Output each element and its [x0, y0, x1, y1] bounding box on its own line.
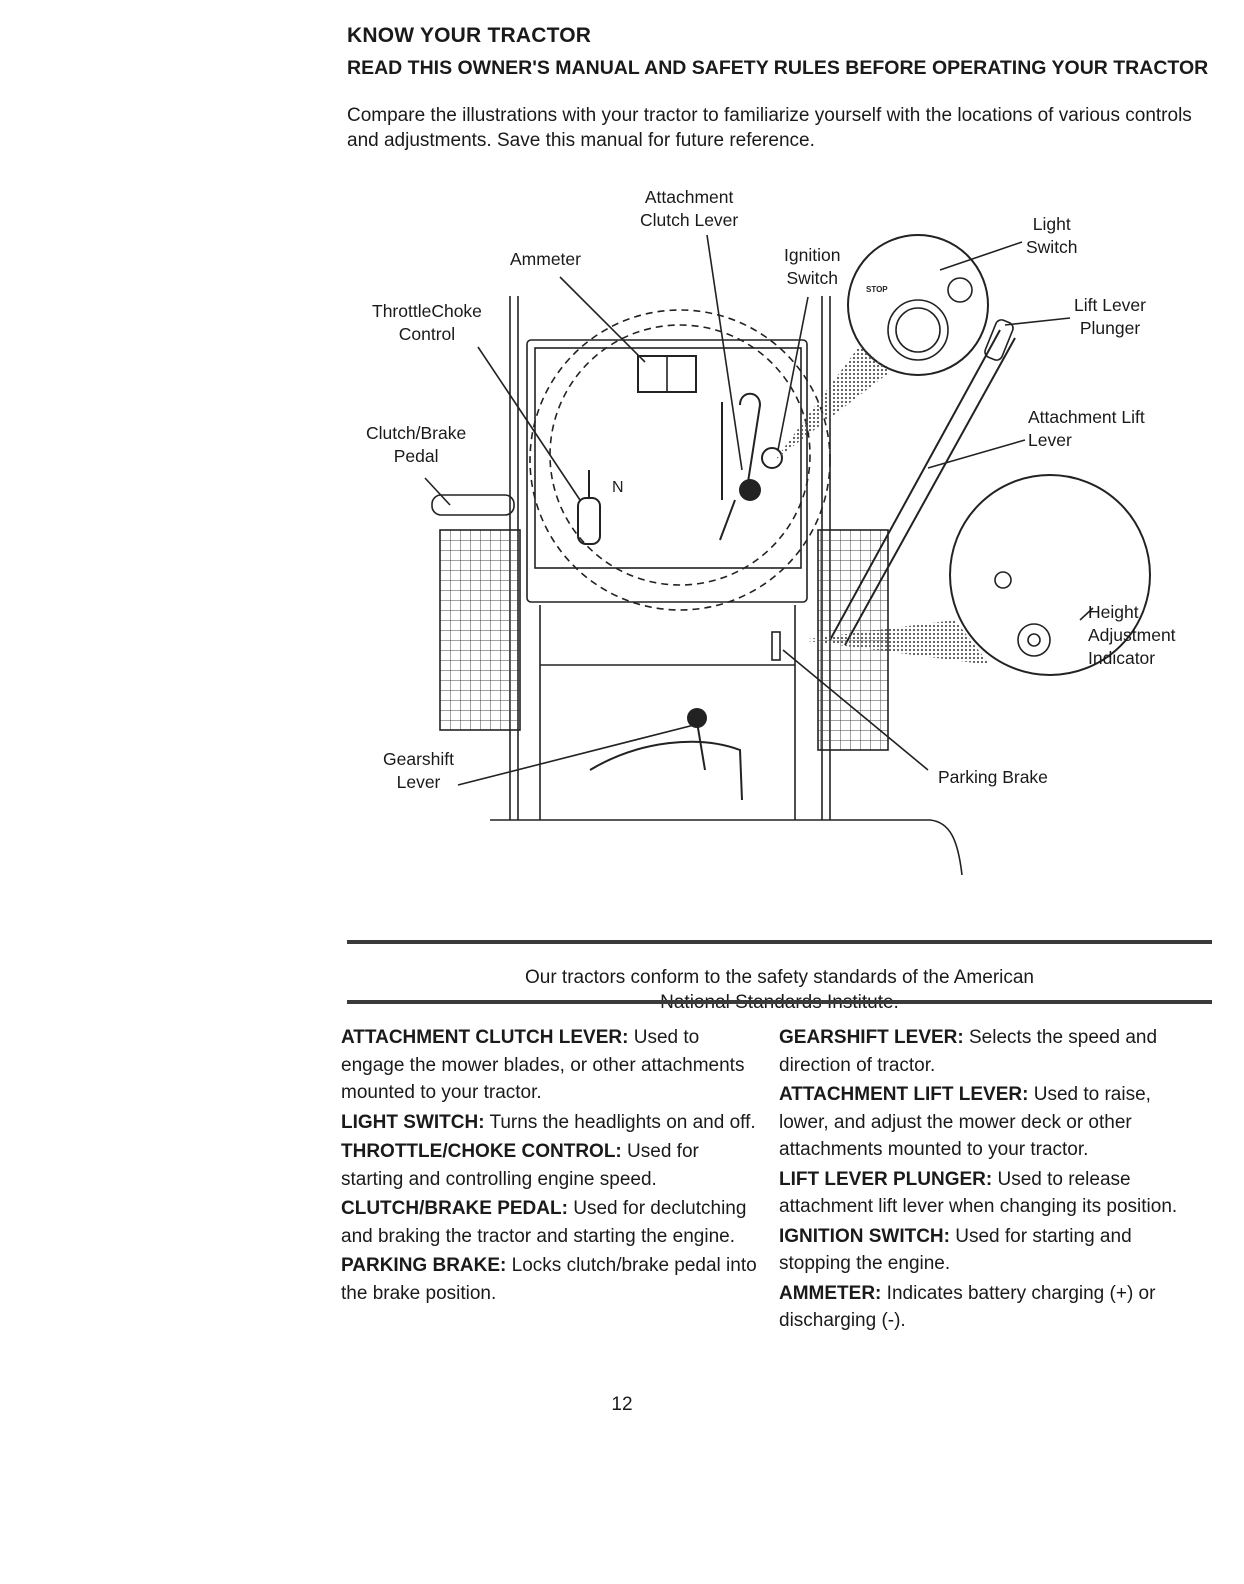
callout-line: Clutch/Brake	[366, 423, 467, 443]
definition-item: LIGHT SWITCH: Turns the headlights on an…	[341, 1109, 761, 1137]
callout-light-switch: Light Switch	[1026, 213, 1078, 259]
definitions-right-column: GEARSHIFT LEVER: Selects the speed and d…	[779, 1024, 1199, 1337]
definitions-left-column: ATTACHMENT CLUTCH LEVER: Used to engage …	[341, 1024, 761, 1309]
page-title: KNOW YOUR TRACTOR	[347, 24, 592, 47]
callout-throttle-choke: ThrottleChoke Control	[372, 300, 482, 346]
definition-item: THROTTLE/CHOKE CONTROL: Used for startin…	[341, 1138, 761, 1193]
safety-heading: READ THIS OWNER'S MANUAL AND SAFETY RULE…	[347, 57, 1209, 79]
definition-term: ATTACHMENT CLUTCH LEVER:	[341, 1027, 629, 1048]
definition-term: GEARSHIFT LEVER:	[779, 1027, 964, 1048]
definition-text: Used to raise, lower, and adjust the mow…	[779, 1084, 1151, 1160]
callout-line: Switch	[1026, 237, 1078, 257]
callout-line: Lever	[396, 772, 441, 792]
callout-line: Ignition	[784, 245, 841, 265]
definition-item: IGNITION SWITCH: Used for starting and s…	[779, 1223, 1199, 1278]
notice-line: Our tractors conform to the safety stand…	[524, 967, 1034, 988]
definition-term: CLUTCH/BRAKE PEDAL:	[341, 1198, 568, 1219]
callout-line: Indicator	[1088, 648, 1156, 668]
callout-clutch-brake-pedal: Clutch/Brake Pedal	[366, 422, 466, 468]
definition-item: AMMETER: Indicates battery charging (+) …	[779, 1280, 1199, 1335]
callout-line: Pedal	[393, 446, 439, 466]
callout-line: Height	[1088, 602, 1139, 622]
definition-text: Used to engage the mower blades, or othe…	[341, 1027, 745, 1103]
definition-text: Locks clutch/brake pedal into the brake …	[341, 1255, 757, 1304]
definition-text: Used for declutching and braking the tra…	[341, 1198, 747, 1247]
definition-term: ATTACHMENT LIFT LEVER:	[779, 1084, 1029, 1105]
intro-paragraph: Compare the illustrations with your trac…	[347, 105, 1192, 151]
definition-item: PARKING BRAKE: Locks clutch/brake pedal …	[341, 1252, 761, 1307]
callout-ignition-switch: Ignition Switch	[784, 244, 840, 290]
definition-text: Indicates battery charging (+) or discha…	[779, 1282, 1156, 1332]
definition-term: IGNITION SWITCH:	[779, 1225, 950, 1247]
definition-text: Used for starting and controlling engine…	[341, 1141, 699, 1190]
stop-mark: STOP	[866, 285, 888, 294]
callout-line: Lift Lever	[1074, 295, 1146, 315]
callout-line: Attachment Lift	[1028, 407, 1145, 427]
callout-line: Adjustment	[1088, 625, 1176, 645]
callout-gearshift-lever: Gearshift Lever	[383, 748, 454, 794]
definition-text: Turns the headlights on and off.	[484, 1111, 756, 1133]
definition-text: Selects the speed and direction of tract…	[779, 1027, 1158, 1076]
callout-line: Switch	[786, 268, 838, 288]
callout-line: Light	[1032, 214, 1071, 234]
definition-text: Used for starting and stopping the engin…	[779, 1225, 1132, 1275]
callout-height-adjustment: Height Adjustment Indicator	[1088, 601, 1176, 670]
callout-line: Attachment	[644, 187, 734, 207]
notice-bottom-rule	[347, 1000, 1212, 1004]
definition-item: GEARSHIFT LEVER: Selects the speed and d…	[779, 1024, 1199, 1079]
callout-line: Clutch Lever	[640, 210, 739, 230]
callout-line: Plunger	[1079, 318, 1141, 338]
definition-item: ATTACHMENT LIFT LEVER: Used to raise, lo…	[779, 1081, 1199, 1164]
definition-term: LIGHT SWITCH:	[341, 1111, 485, 1133]
definition-text: Used to release attachment lift lever wh…	[779, 1168, 1178, 1218]
callout-line: Parking Brake	[938, 767, 1048, 787]
callout-ammeter: Ammeter	[510, 248, 581, 271]
definition-term: PARKING BRAKE:	[341, 1255, 507, 1276]
neutral-mark: N	[612, 479, 624, 496]
callout-line: Gearshift	[383, 749, 454, 769]
callout-parking-brake: Parking Brake	[938, 766, 1048, 789]
definition-term: THROTTLE/CHOKE CONTROL:	[341, 1141, 622, 1162]
callout-line: Control	[398, 324, 456, 344]
definition-item: ATTACHMENT CLUTCH LEVER: Used to engage …	[341, 1024, 761, 1107]
safety-standards-notice: Our tractors conform to the safety stand…	[347, 965, 1212, 1015]
definition-item: CLUTCH/BRAKE PEDAL: Used for declutching…	[341, 1195, 761, 1250]
callout-line: Lever	[1028, 430, 1072, 450]
callout-line: ThrottleChoke	[372, 301, 482, 321]
definition-term: AMMETER:	[779, 1282, 882, 1304]
definition-item: LIFT LEVER PLUNGER: Used to release atta…	[779, 1166, 1199, 1221]
notice-top-rule	[347, 940, 1212, 944]
callout-lift-lever-plunger: Lift Lever Plunger	[1074, 294, 1146, 340]
definition-term: LIFT LEVER PLUNGER:	[779, 1168, 993, 1190]
callout-line: Ammeter	[510, 249, 581, 269]
callout-attachment-lift-lever: Attachment Lift Lever	[1028, 406, 1145, 452]
callout-attachment-clutch-lever: Attachment Clutch Lever	[640, 186, 738, 232]
page-number: 12	[611, 1394, 633, 1415]
